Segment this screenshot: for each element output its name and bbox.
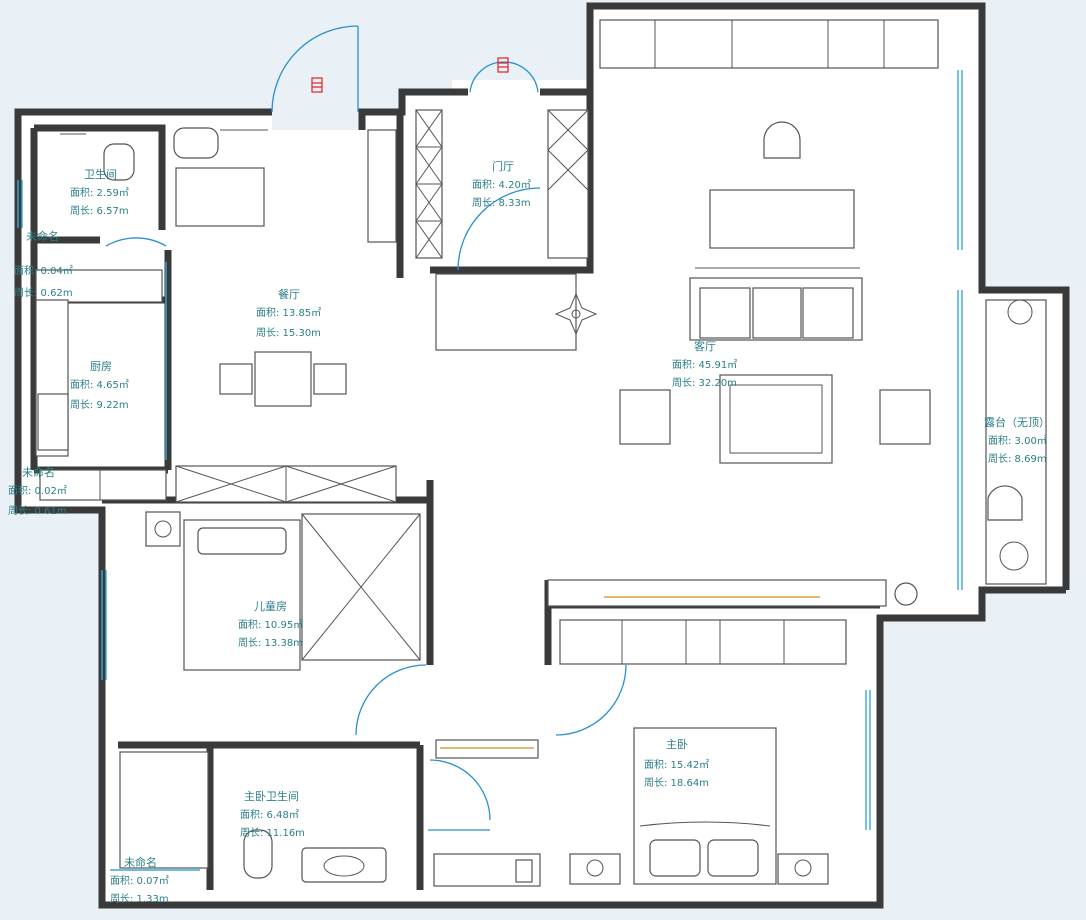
- svg-text:面积: 0.04㎡: 面积: 0.04㎡: [14, 265, 73, 277]
- room-label-dining: 餐厅 面积: 13.85㎡ 周长: 15.30m: [256, 287, 321, 339]
- svg-text:未命名: 未命名: [26, 229, 59, 243]
- svg-text:面积: 10.95㎡: 面积: 10.95㎡: [238, 619, 303, 631]
- room-labels: 卫生间 面积: 2.59㎡ 周长: 6.57m 未命名 面积: 0.04㎡ 周长…: [8, 159, 1050, 905]
- svg-text:周长: 0.61m: 周长: 0.61m: [8, 505, 67, 517]
- plant-icon: [554, 292, 598, 336]
- room-label-kitchen: 厨房 面积: 4.65㎡ 周长: 9.22m: [70, 360, 129, 411]
- room-label-unnamed1: 未命名 面积: 0.04㎡ 周长: 0.62m: [14, 229, 73, 299]
- svg-text:面积: 45.91㎡: 面积: 45.91㎡: [672, 359, 737, 371]
- room-label-kids: 儿童房 面积: 10.95㎡ 周长: 13.38m: [238, 599, 303, 649]
- svg-text:周长: 6.57m: 周长: 6.57m: [70, 205, 129, 217]
- svg-text:面积: 3.00㎡: 面积: 3.00㎡: [988, 435, 1047, 447]
- svg-text:周长: 8.69m: 周长: 8.69m: [988, 453, 1047, 465]
- svg-text:周长: 0.62m: 周长: 0.62m: [14, 287, 73, 299]
- svg-text:主卧卫生间: 主卧卫生间: [244, 789, 299, 803]
- room-label-unnamed3: 未命名 面积: 0.07㎡ 周长: 1.33m: [110, 855, 169, 905]
- svg-text:面积: 6.48㎡: 面积: 6.48㎡: [240, 809, 299, 821]
- svg-text:儿童房: 儿童房: [254, 599, 287, 613]
- svg-text:餐厅: 餐厅: [278, 287, 300, 301]
- svg-text:面积: 15.42㎡: 面积: 15.42㎡: [644, 759, 709, 771]
- room-label-bath1: 卫生间 面积: 2.59㎡ 周长: 6.57m: [70, 167, 129, 217]
- room-label-unnamed2: 未命名 面积: 0.02㎡ 周长: 0.61m: [8, 465, 67, 517]
- svg-text:未命名: 未命名: [124, 855, 157, 869]
- room-label-balcony: 露台（无顶） 面积: 3.00㎡ 周长: 8.69m: [984, 415, 1050, 465]
- entry-arrow-icon: [311, 77, 323, 93]
- room-label-foyer: 门厅 面积: 4.20㎡ 周长: 8.33m: [472, 159, 531, 209]
- svg-text:周长: 18.64m: 周长: 18.64m: [644, 777, 709, 789]
- svg-text:面积: 4.20㎡: 面积: 4.20㎡: [472, 179, 531, 191]
- svg-text:周长: 11.16m: 周长: 11.16m: [240, 827, 305, 839]
- svg-text:未命名: 未命名: [22, 465, 55, 479]
- svg-text:主卧: 主卧: [666, 738, 688, 751]
- svg-text:卫生间: 卫生间: [84, 167, 117, 181]
- svg-text:周长: 1.33m: 周长: 1.33m: [110, 893, 169, 905]
- svg-text:面积: 4.65㎡: 面积: 4.65㎡: [70, 379, 129, 391]
- svg-text:周长: 9.22m: 周长: 9.22m: [70, 399, 129, 411]
- svg-text:面积: 0.07㎡: 面积: 0.07㎡: [110, 875, 169, 887]
- doors: [105, 25, 627, 831]
- svg-text:厨房: 厨房: [90, 360, 112, 373]
- windows: [17, 70, 963, 871]
- svg-text:露台（无顶）: 露台（无顶）: [984, 415, 1050, 429]
- svg-text:门厅: 门厅: [492, 159, 514, 173]
- room-label-living: 客厅 面积: 45.91㎡ 周长: 32.20m: [672, 339, 737, 389]
- entry-markers: [311, 57, 509, 93]
- svg-text:客厅: 客厅: [694, 339, 716, 353]
- room-label-masterbath: 主卧卫生间 面积: 6.48㎡ 周长: 11.16m: [240, 789, 305, 839]
- room-label-master: 主卧 面积: 15.42㎡ 周长: 18.64m: [644, 738, 709, 789]
- svg-text:面积: 2.59㎡: 面积: 2.59㎡: [70, 187, 129, 199]
- entry-arrow-icon: [497, 57, 509, 73]
- svg-text:周长: 32.20m: 周长: 32.20m: [672, 377, 737, 389]
- svg-text:周长: 13.38m: 周长: 13.38m: [238, 637, 303, 649]
- svg-text:周长: 8.33m: 周长: 8.33m: [472, 197, 531, 209]
- svg-text:面积: 13.85㎡: 面积: 13.85㎡: [256, 307, 321, 319]
- svg-text:面积: 0.02㎡: 面积: 0.02㎡: [8, 485, 67, 497]
- svg-text:周长: 15.30m: 周长: 15.30m: [256, 327, 321, 339]
- furniture: [35, 19, 1047, 887]
